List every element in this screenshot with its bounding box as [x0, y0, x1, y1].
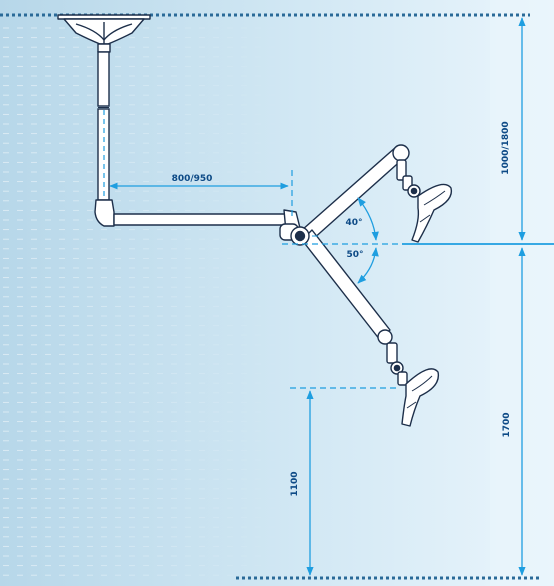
arm-reach-label: 800/950 [172, 174, 213, 184]
lower-head-height-label: 1100 [290, 471, 300, 496]
spring-arms [279, 146, 406, 341]
angle-arc-down [357, 247, 379, 284]
axis-to-floor-label: 1700 [502, 412, 512, 437]
upper-light-head [392, 144, 453, 243]
lower-light-head [377, 329, 440, 427]
angle-arc-up [357, 197, 379, 241]
ceiling-mount [57, 14, 151, 53]
ceiling-to-axis-label: 1000/1800 [501, 121, 511, 174]
angle-down-label: 50° [346, 250, 363, 260]
angle-up-label: 40° [345, 218, 362, 228]
